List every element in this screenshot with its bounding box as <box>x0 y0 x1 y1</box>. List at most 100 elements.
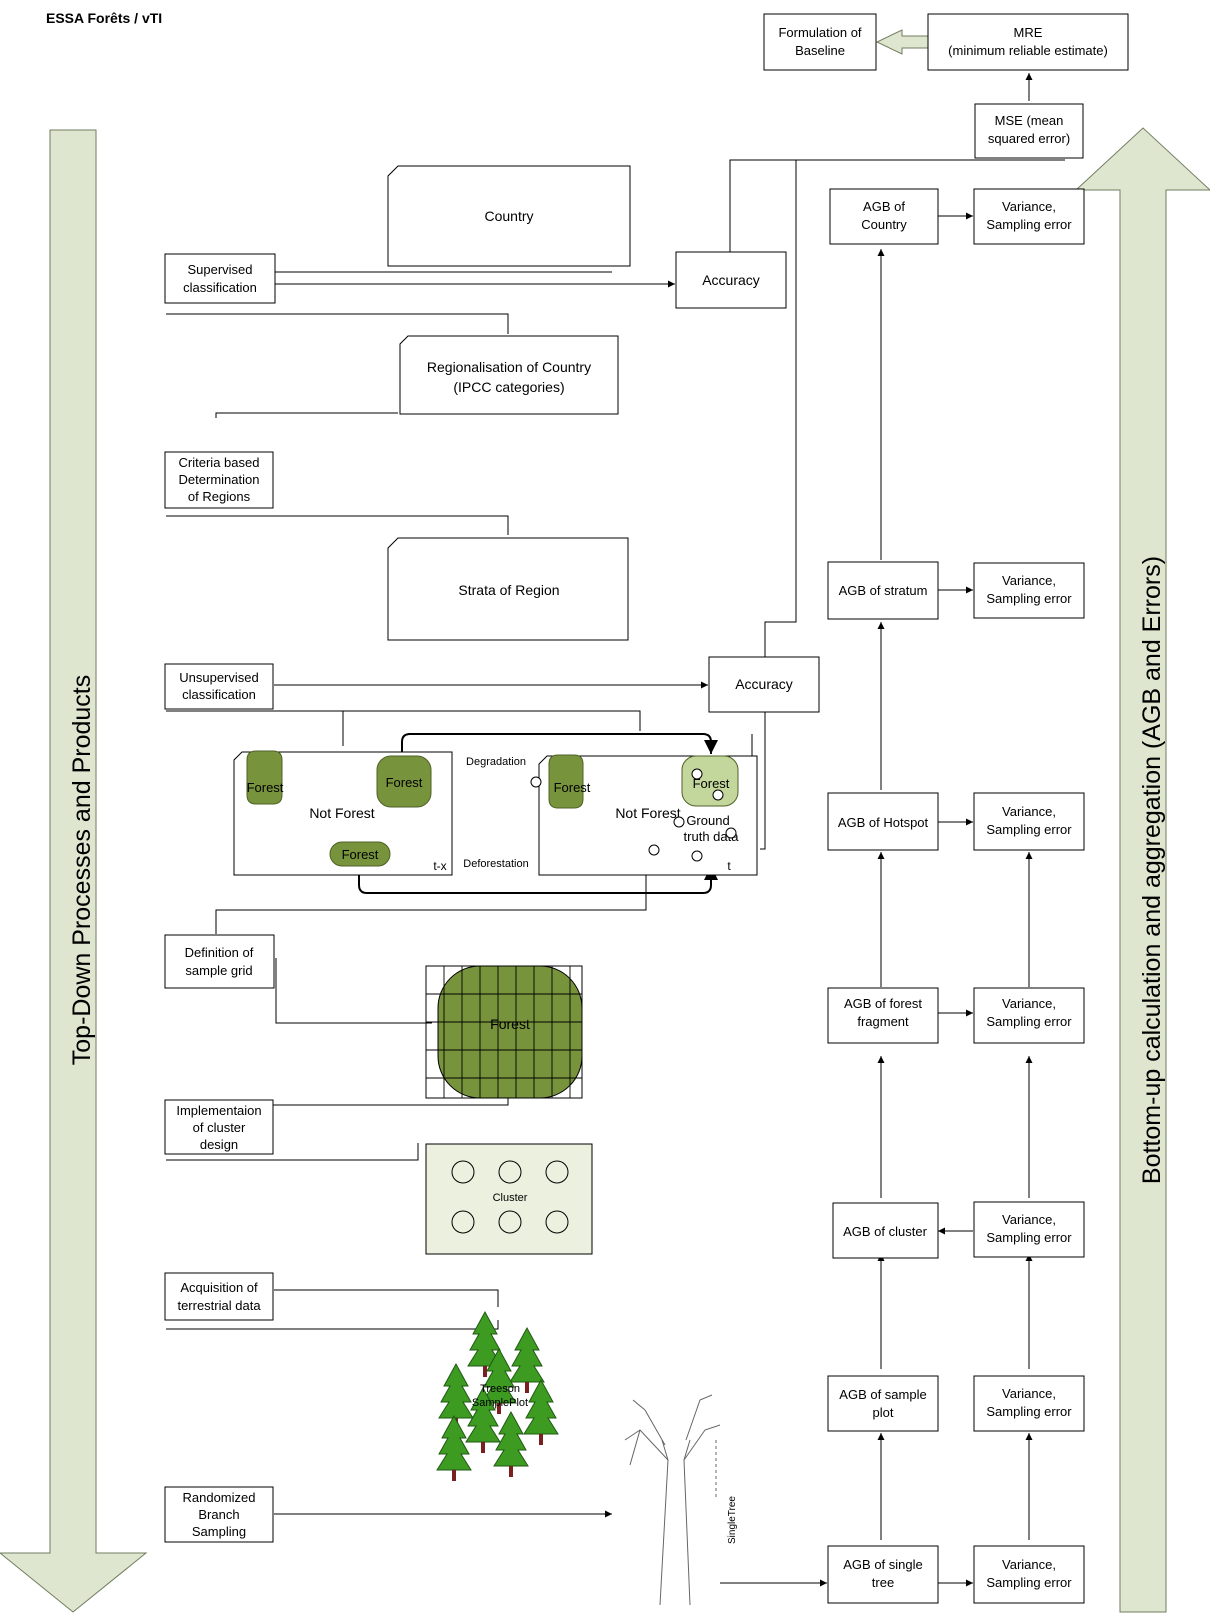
svg-text:Criteria based: Criteria based <box>179 455 260 470</box>
svg-text:Variance,: Variance, <box>1002 1386 1056 1401</box>
cluster-plot: Cluster <box>425 1143 593 1255</box>
svg-text:sample grid: sample grid <box>185 963 252 978</box>
svg-text:Branch: Branch <box>198 1507 239 1522</box>
header-title: ESSA Forêts / vTI <box>46 10 163 26</box>
svg-text:Country: Country <box>484 208 533 224</box>
sample-grid-forest: Forest <box>425 965 583 1099</box>
svg-text:Implementaion: Implementaion <box>176 1103 261 1118</box>
top-down-label: Top-Down Processes and Products <box>68 675 96 1065</box>
svg-text:Not Forest: Not Forest <box>615 805 680 821</box>
svg-text:truth data: truth data <box>684 829 740 844</box>
svg-text:Determination: Determination <box>179 472 260 487</box>
svg-text:(minimum reliable estimate): (minimum reliable estimate) <box>948 43 1108 58</box>
svg-text:Variance,: Variance, <box>1002 804 1056 819</box>
svg-text:Sampling error: Sampling error <box>986 217 1072 232</box>
svg-text:Variance,: Variance, <box>1002 1212 1056 1227</box>
svg-text:of cluster: of cluster <box>193 1120 246 1135</box>
svg-text:fragment: fragment <box>857 1014 909 1029</box>
agb-sample-plot: AGB of sample plot <box>827 1375 939 1432</box>
svg-text:t: t <box>727 859 731 873</box>
svg-text:Formulation of: Formulation of <box>778 25 861 40</box>
agb-cluster: AGB of cluster <box>832 1202 939 1259</box>
svg-text:Regionalisation of Country: Regionalisation of Country <box>427 359 591 375</box>
svg-text:AGB of: AGB of <box>863 199 905 214</box>
svg-text:Sampling error: Sampling error <box>986 1230 1072 1245</box>
svg-text:AGB of sample: AGB of sample <box>839 1387 926 1402</box>
svg-text:Variance,: Variance, <box>1002 1557 1056 1572</box>
process-branch-sampling: Randomized Branch Sampling <box>164 1486 274 1543</box>
baseline-box: Formulation of Baseline <box>763 13 877 71</box>
svg-text:Acquisition of: Acquisition of <box>180 1280 258 1295</box>
bottom-up-arrow <box>1074 127 1210 1613</box>
svg-text:Variance,: Variance, <box>1002 996 1056 1011</box>
svg-text:Accuracy: Accuracy <box>735 676 793 692</box>
svg-text:Sampling error: Sampling error <box>986 1404 1072 1419</box>
degradation-label: Degradation <box>466 756 526 768</box>
trees-on-plot: Treeson SamplePlot <box>436 1311 559 1482</box>
single-tree-sketch: SingleTree <box>624 1394 738 1606</box>
svg-text:AGB of stratum: AGB of stratum <box>839 583 928 598</box>
forest-map-t-x: Not Forest t-x Forest Forest Forest <box>233 750 453 876</box>
svg-text:Supervised: Supervised <box>187 262 252 277</box>
svg-text:Sampling error: Sampling error <box>986 822 1072 837</box>
process-terrestrial-data: Acquisition of terrestrial data <box>164 1272 274 1321</box>
accuracy-box-1: Accuracy <box>675 251 787 309</box>
svg-text:Variance,: Variance, <box>1002 199 1056 214</box>
svg-text:Variance,: Variance, <box>1002 573 1056 588</box>
svg-text:Sampling: Sampling <box>192 1524 246 1539</box>
svg-text:terrestrial data: terrestrial data <box>177 1298 261 1313</box>
forest-map-t: Not Forest t Forest Forest Ground truth … <box>530 754 758 876</box>
agb-hotspot: AGB of Hotspot <box>827 792 939 851</box>
svg-text:Forest: Forest <box>490 1016 530 1032</box>
svg-text:Ground: Ground <box>686 813 729 828</box>
agb-forest-fragment: AGB of forest fragment <box>827 987 939 1044</box>
svg-text:Treeson: Treeson <box>480 1383 520 1395</box>
svg-text:Forest: Forest <box>693 776 730 791</box>
svg-text:AGB of forest: AGB of forest <box>844 996 922 1011</box>
top-down-arrow <box>0 129 148 1613</box>
svg-text:Strata of Region: Strata of Region <box>458 582 559 598</box>
svg-text:Unsupervised: Unsupervised <box>179 670 259 685</box>
baseline-arrow <box>875 29 933 55</box>
svg-text:MRE: MRE <box>1014 25 1043 40</box>
svg-text:Forest: Forest <box>247 780 284 795</box>
svg-text:of Regions: of Regions <box>188 489 251 504</box>
svg-text:design: design <box>200 1137 238 1152</box>
svg-text:AGB of Hotspot: AGB of Hotspot <box>838 815 929 830</box>
product-strata: Strata of Region <box>387 537 629 641</box>
mre-box: MRE (minimum reliable estimate) <box>927 13 1129 71</box>
bottom-up-label: Bottom-up calculation and aggregation (A… <box>1138 556 1166 1184</box>
svg-text:SingleTree: SingleTree <box>727 1496 738 1544</box>
accuracy-box-2: Accuracy <box>708 656 820 713</box>
svg-text:tree: tree <box>872 1575 894 1590</box>
svg-text:classification: classification <box>182 687 256 702</box>
svg-text:AGB of single: AGB of single <box>843 1557 923 1572</box>
svg-text:Definition of: Definition of <box>185 945 254 960</box>
agb-country: AGB of Country <box>829 188 939 245</box>
process-supervised-classification: Supervised classification <box>164 253 276 304</box>
svg-text:Baseline: Baseline <box>795 43 845 58</box>
svg-text:t-x: t-x <box>433 859 446 873</box>
svg-text:squared error): squared error) <box>988 131 1070 146</box>
svg-text:Randomized: Randomized <box>183 1490 256 1505</box>
svg-text:MSE (mean: MSE (mean <box>995 113 1064 128</box>
process-sample-grid: Definition of sample grid <box>164 934 275 989</box>
mse-box: MSE (mean squared error) <box>974 103 1084 159</box>
variance-boxes: Variance, Sampling error Variance, Samplin… <box>973 188 1085 1604</box>
agb-stratum: AGB of stratum <box>827 561 939 620</box>
svg-text:Forest: Forest <box>554 780 591 795</box>
process-criteria-regions: Criteria based Determination of Regions <box>164 451 274 509</box>
process-unsupervised-classification: Unsupervised classification <box>164 663 274 710</box>
svg-text:Sampling error: Sampling error <box>986 591 1072 606</box>
svg-text:Cluster: Cluster <box>493 1192 528 1204</box>
svg-text:plot: plot <box>873 1405 894 1420</box>
svg-text:Sampling error: Sampling error <box>986 1575 1072 1590</box>
svg-text:Country: Country <box>861 217 907 232</box>
svg-text:Sampling error: Sampling error <box>986 1014 1072 1029</box>
process-cluster-design: Implementaion of cluster design <box>164 1099 274 1155</box>
svg-text:SamplePlot: SamplePlot <box>472 1397 528 1409</box>
svg-text:Forest: Forest <box>386 775 423 790</box>
product-regionalisation: Regionalisation of Country (IPCC categor… <box>399 335 619 415</box>
svg-text:Accuracy: Accuracy <box>702 272 760 288</box>
